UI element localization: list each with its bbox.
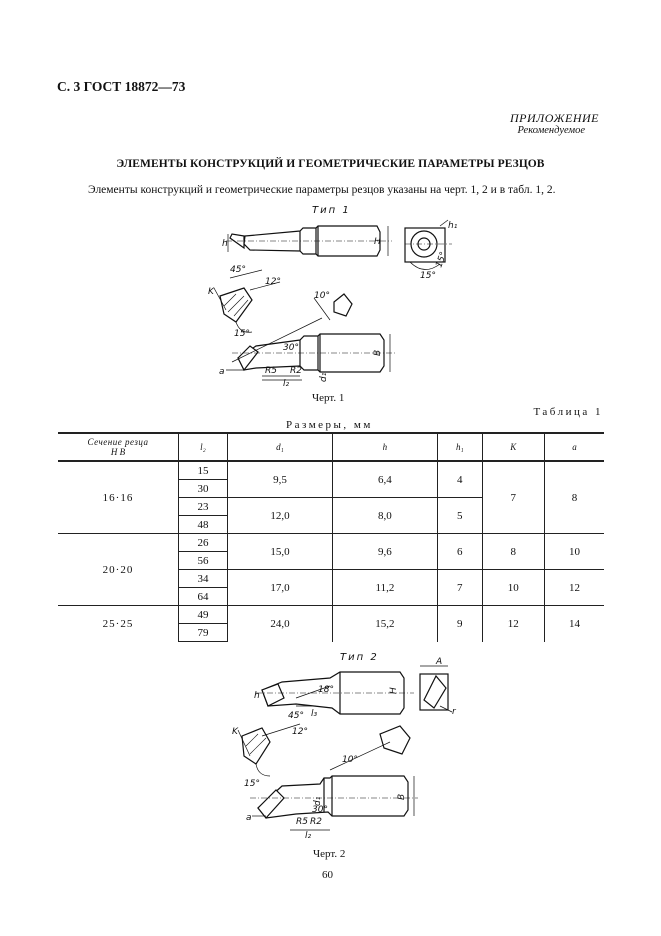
drawing1-section-left: 45° 12° K 15° [208,265,281,339]
d2-15-label: 15° [244,779,260,789]
l2-cell: 79 [178,623,228,642]
d2-A-label: A [435,657,442,667]
d2-d1-label: d₁ [313,796,323,806]
drawing2-side-view: a d₁ B R5 R2 30° l₂ [246,775,418,841]
l2-cell: 64 [178,587,228,606]
header-h: h [331,432,438,462]
dimensions-table: Сечение резца H B l₂ d₁ h h₁ K a 16·16 1… [58,432,604,642]
d2-30-label: 30° [312,805,328,815]
d2-R2-label: R2 [310,817,322,827]
d1-30-label: 30° [283,343,299,353]
page-number: 60 [322,869,333,881]
table-units: Размеры, мм [286,419,373,431]
d1-H-label: H [374,237,381,247]
drawing2-section-left: K 12° 15° [232,723,308,789]
a-cell: 8 [543,460,604,534]
d1-d1-label: d₁ [319,372,329,382]
d2-l2-label: l₂ [305,831,312,841]
d2-12-label: 12° [292,727,308,737]
d2-K-label: K [232,727,239,737]
d2-H-label: H [389,687,399,694]
d1-10-label: 10° [314,291,330,301]
table-label: Таблица 1 [533,406,603,418]
h-cell: 15,2 [331,605,438,642]
d1-cell: 9,5 [227,460,333,498]
drawing1-top-view: h H [222,225,392,257]
section-cell: 25·25 [58,605,179,642]
d2-a-label: a [246,813,252,823]
a-cell: 14 [543,605,604,642]
d1-l2-label: l₂ [283,379,290,389]
section-cell: 16·16 [58,460,179,534]
h-cell: 11,2 [331,569,438,606]
header-d1: d₁ [227,432,333,462]
intro-paragraph: Элементы конструкций и геометрические па… [88,184,556,196]
d1-cell: 24,0 [227,605,333,642]
d2-10-label: 10° [342,755,358,765]
drawing2-section-right: 10° [329,725,411,771]
header-a: a [543,432,604,462]
table-row: 34 17,0 11,2 7 10 12 [58,569,604,606]
K-cell: 12 [481,605,545,642]
K-cell: 10 [481,569,545,606]
drawing2-end-view: A r [419,657,457,717]
appendix-label: ПРИЛОЖЕНИЕ [510,111,599,125]
header-h1: h₁ [436,432,483,462]
d1-15c-label: 15° [234,329,250,339]
table-row: 16·16 15 9,5 6,4 4 7 8 [58,460,604,534]
header-K: K [481,432,545,462]
table-row: 64 [58,587,604,606]
h1-cell: 9 [436,605,483,642]
d1-R5-label: R5 [265,366,277,376]
d1-15b-label: 15° [420,271,436,281]
section-title: ЭЛЕМЕНТЫ КОНСТРУКЦИЙ И ГЕОМЕТРИЧЕСКИЕ ПА… [116,158,545,170]
d2-R5-label: R5 [296,817,308,827]
d1-K-label: K [208,287,215,297]
h-cell: 6,4 [331,460,438,498]
page-header: С. 3 ГОСТ 18872—73 [57,79,186,94]
d2-l3-label: l₃ [311,709,318,719]
d2-18-label: 18° [318,685,334,695]
d1-h1-label: h₁ [448,221,458,231]
table-row: 23 12,0 8,0 5 [58,497,604,534]
caption-2: Черт. 2 [313,848,346,860]
d1-h-label: h [222,239,228,249]
type1-label: Тип 1 [312,205,351,216]
d2-r-label: r [452,707,457,717]
d2-45-label: 45° [288,711,304,721]
d1-B-label: B [373,350,383,356]
d2-h-label: h [254,691,260,701]
table-row: 79 [58,623,604,642]
appendix-status: Рекомендуемое [517,125,585,136]
drawing1-section-right: 10° [313,291,353,321]
drawing1-side-view: 30° a R5 R2 l₂ d₁ B [219,317,396,389]
table-header-row: Сечение резца H B l₂ d₁ h h₁ K a [58,432,604,462]
d1-a-label: a [219,367,225,377]
header-l2: l₂ [178,432,228,462]
section-cell: 20·20 [58,533,179,606]
K-cell: 7 [481,460,545,534]
drawing2-top-view: h H 18° 45° l₃ [254,671,414,721]
a-cell: 12 [543,569,604,606]
table-row: 20·20 26 15,0 9,6 6 8 10 [58,533,604,606]
d1-45-label: 45° [230,265,246,275]
type2-label: Тип 2 [340,652,379,663]
table-row: 25·25 49 24,0 15,2 9 12 14 [58,605,604,642]
caption-1: Черт. 1 [312,392,345,404]
h1-cell: 7 [436,569,483,606]
d2-B-label: B [397,794,407,800]
d1-cell: 17,0 [227,569,333,606]
d1-R2-label: R2 [290,366,302,376]
d1-12-label: 12° [265,277,281,287]
